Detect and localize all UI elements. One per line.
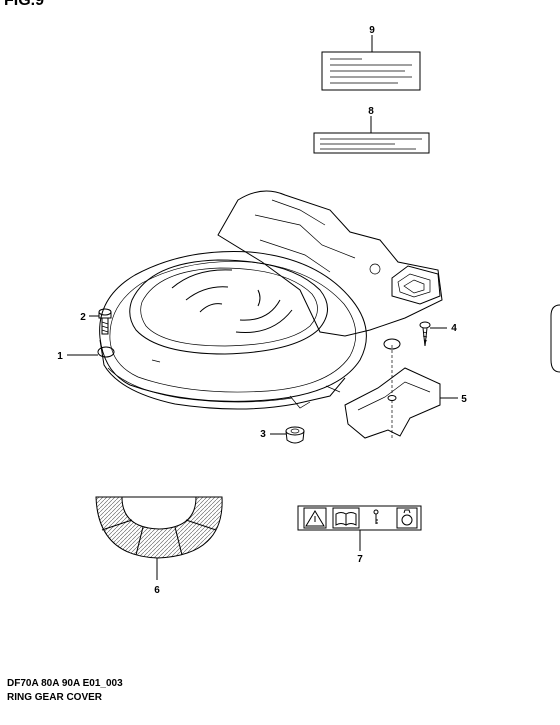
callout-4: 4 — [451, 323, 457, 334]
fuel-can-icon — [396, 507, 418, 529]
part-3-grommet — [285, 426, 305, 444]
callout-1: 1 — [57, 351, 63, 362]
callout-2: 2 — [80, 312, 86, 323]
diagram-title: RING GEAR COVER — [7, 692, 103, 703]
part-5-bracket — [344, 345, 441, 439]
callout-3: 3 — [260, 429, 266, 440]
part-7-caution-decal — [297, 505, 422, 531]
key-icon — [373, 509, 379, 524]
callout-9: 9 — [369, 25, 375, 36]
part-1-ring-gear-cover — [97, 190, 443, 410]
part-4-screw — [419, 321, 431, 347]
part-6-sound-pad — [95, 496, 223, 559]
callout-5: 5 — [461, 394, 467, 405]
diagram-code: DF70A 80A 90A E01_003 — [7, 678, 123, 689]
callout-6: 6 — [154, 585, 160, 596]
page-edge-mark — [550, 304, 560, 373]
callout-7: 7 — [357, 554, 363, 565]
manual-book-icon — [332, 507, 360, 529]
part-8-label — [313, 132, 430, 154]
figure-label: FIG.9 — [4, 0, 44, 9]
callout-8: 8 — [368, 106, 374, 117]
part-9-label — [321, 51, 421, 91]
warning-triangle-icon — [303, 507, 327, 529]
part-2-bolt — [98, 308, 112, 335]
